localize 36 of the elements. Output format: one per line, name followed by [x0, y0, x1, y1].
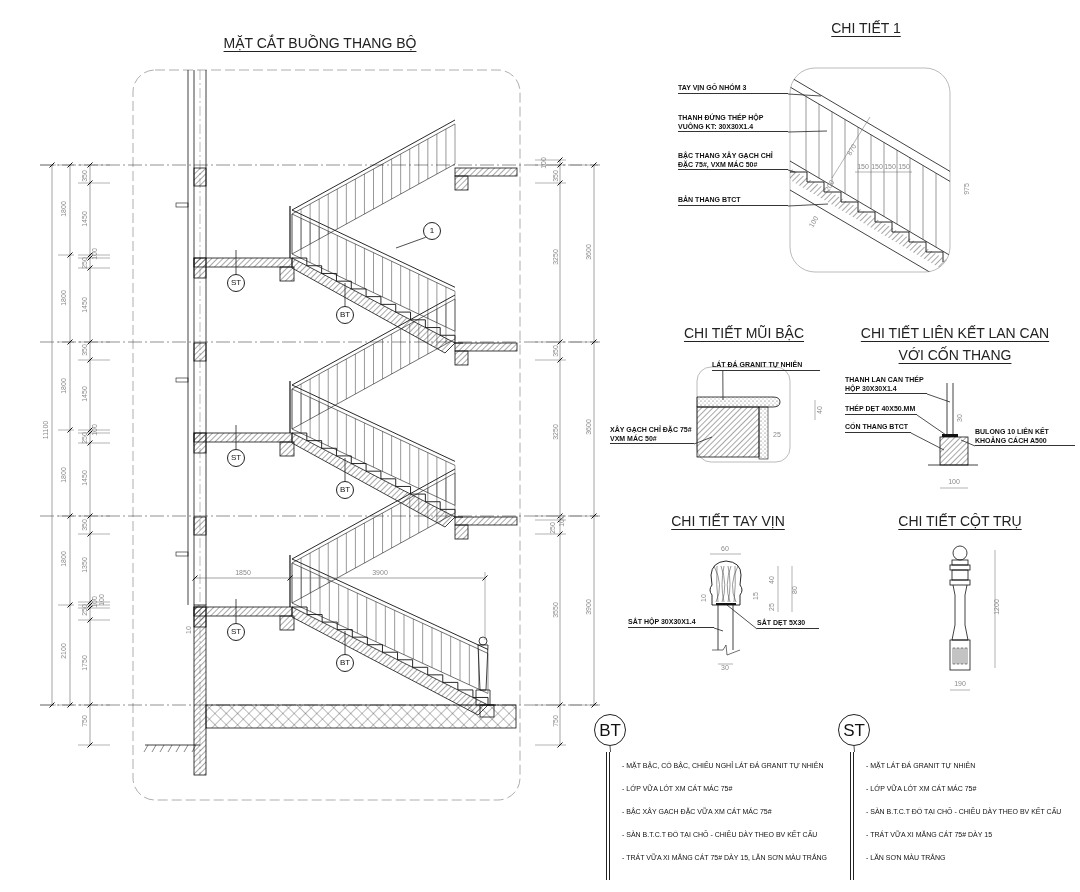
- leader-line: [609, 745, 611, 753]
- leader-line: [344, 457, 346, 482]
- detail-heading: CHI TIẾT MŨI BẬC: [683, 324, 805, 343]
- leader-line: [960, 439, 976, 447]
- leader-line: [787, 169, 796, 173]
- callout-circle: BT: [594, 714, 626, 746]
- leader-line: [693, 436, 713, 445]
- callout-circle: ST: [227, 623, 245, 641]
- callout-circle: BT: [336, 481, 354, 499]
- leader-line: [787, 203, 829, 207]
- leader-line: [344, 630, 346, 655]
- leader-line: [722, 370, 724, 401]
- callout-circle: ST: [838, 714, 870, 746]
- callout-circle: ST: [227, 274, 245, 292]
- detail-heading: CHI TIẾT TAY VỊN: [671, 512, 785, 531]
- leader-line: [853, 745, 855, 753]
- leader-line: [787, 130, 828, 133]
- callout-circle: BT: [336, 654, 354, 672]
- leader-line: [235, 598, 237, 624]
- leader-line: [235, 249, 237, 275]
- leader-line: [916, 414, 947, 436]
- leader-line: [926, 393, 951, 403]
- leader-line: [910, 432, 945, 451]
- leader-line: [726, 604, 758, 630]
- detail-heading: CHI TIẾT LIÊN KẾT LAN CAN VỚI CỐN THANG: [859, 324, 1051, 365]
- detail-heading: CHI TIẾT 1: [831, 19, 901, 38]
- leader-line: [235, 424, 237, 450]
- leader-line: [395, 236, 427, 249]
- leader-line: [713, 627, 724, 632]
- callout-circle: BT: [336, 306, 354, 324]
- leader-line: [787, 93, 822, 97]
- callout-circle: ST: [227, 449, 245, 467]
- detail-heading: CHI TIẾT CỘT TRỤ: [898, 512, 1022, 531]
- callout-circle: 1: [423, 222, 441, 240]
- leader-line: [344, 282, 346, 307]
- detail-heading: MẶT CẮT BUỒNG THANG BỘ: [223, 33, 417, 53]
